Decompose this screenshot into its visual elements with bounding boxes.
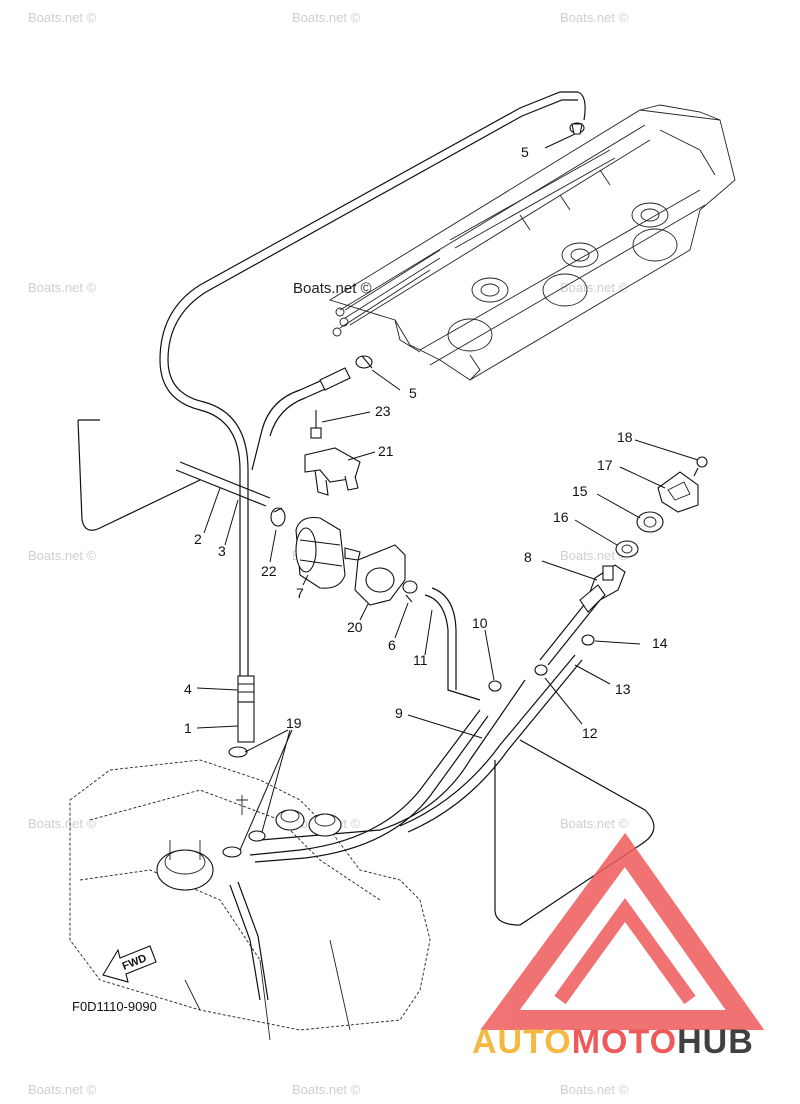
clamp-19-b <box>248 830 266 842</box>
engine-throttle-assembly <box>328 104 736 381</box>
watermark-faint: Boats.net © <box>28 1082 97 1097</box>
logo-mark <box>480 832 765 1030</box>
automotohub-logo: AUTO MOTO HUB <box>472 1022 754 1062</box>
callout-14: 14 <box>652 635 668 651</box>
fuel-filter-7 <box>295 516 361 589</box>
callout-1: 1 <box>184 720 192 736</box>
callout-21: 21 <box>378 443 394 459</box>
connector-8 <box>579 564 626 613</box>
callout-11: 11 <box>413 652 428 668</box>
clamp-19-c <box>222 846 242 858</box>
forward-arrow: FWD <box>102 945 157 983</box>
watermark-faint: Boats.net © <box>560 10 629 25</box>
logo-moto: MOTO <box>571 1022 678 1061</box>
watermark-faint: Boats.net © <box>28 280 97 295</box>
callout-13: 13 <box>615 681 631 697</box>
grommet-15 <box>636 511 664 533</box>
callout-10: 10 <box>472 615 488 631</box>
bolt-23 <box>310 410 322 439</box>
callout-20: 20 <box>347 619 363 635</box>
bracket-21 <box>304 447 361 496</box>
callout-7: 7 <box>296 585 304 601</box>
callout-18: 18 <box>617 429 633 445</box>
watermark-faint: Boats.net © <box>28 816 97 831</box>
watermark-faint: Boats.net © <box>292 10 361 25</box>
callout-22: 22 <box>261 563 277 579</box>
clamp-5-middle <box>355 355 373 369</box>
clamp-10 <box>488 680 502 692</box>
watermark-faint: Boats.net © <box>292 1082 361 1097</box>
joint-1 <box>237 701 255 743</box>
watermark-faint: Boats.net © <box>560 280 629 295</box>
clamp-22 <box>270 507 286 527</box>
watermark-faint: Boats.net © <box>28 10 97 25</box>
clamp-14 <box>581 634 595 646</box>
callout-5-top: 5 <box>521 144 529 160</box>
callout-2: 2 <box>194 531 202 547</box>
callout-12: 12 <box>582 725 598 741</box>
logo-hub: HUB <box>677 1022 754 1061</box>
watermark-faint: Boats.net © <box>560 1082 629 1097</box>
fitting-4 <box>237 675 255 703</box>
watermark-faint: Boats.net © <box>28 548 97 563</box>
fuel-tank <box>69 759 431 1041</box>
clamp-12 <box>534 664 548 676</box>
callout-8: 8 <box>524 549 532 565</box>
bracket-17 <box>657 471 699 513</box>
callout-5-middle: 5 <box>409 385 417 401</box>
callout-16: 16 <box>553 509 569 525</box>
washer-16 <box>615 540 639 558</box>
diagram-code: F0D1110-9090 <box>72 999 157 1014</box>
watermark-main: Boats.net © <box>293 280 372 297</box>
watermark-faint: Boats.net © <box>560 816 629 831</box>
callout-3: 3 <box>218 543 226 559</box>
callout-15: 15 <box>572 483 588 499</box>
callout-6: 6 <box>388 637 396 653</box>
watermark-faint: Boats.net © <box>560 548 629 563</box>
callout-4: 4 <box>184 681 192 697</box>
callout-19: 19 <box>286 715 302 731</box>
parts <box>222 122 708 858</box>
callout-9: 9 <box>395 705 403 721</box>
callout-numbers: 5 5 23 21 18 17 15 16 8 14 13 12 10 9 11… <box>184 144 668 741</box>
callout-23: 23 <box>375 403 391 419</box>
callout-17: 17 <box>597 457 613 473</box>
screw-18 <box>696 456 708 468</box>
leader-lines <box>196 133 699 851</box>
clamp-6 <box>402 580 418 603</box>
clamp-19-a <box>228 746 248 758</box>
holder-20 <box>354 544 406 606</box>
clamp-5-top <box>569 122 585 135</box>
logo-auto: AUTO <box>472 1022 572 1061</box>
